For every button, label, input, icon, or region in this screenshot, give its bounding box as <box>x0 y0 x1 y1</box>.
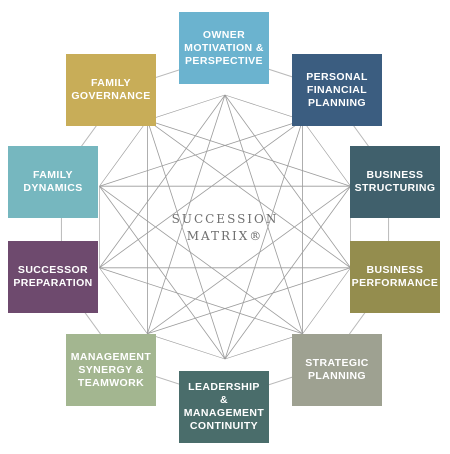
star-outline <box>147 333 226 360</box>
box-business-performance: BUSINESS PERFORMANCE <box>350 241 440 313</box>
star-line <box>147 267 351 335</box>
star-line <box>224 94 351 269</box>
star-line <box>147 120 226 360</box>
star-outline <box>224 333 303 360</box>
box-leadership-management: LEADERSHIP & MANAGEMENT CONTINUITY <box>179 371 269 443</box>
star-line <box>99 267 303 335</box>
star-line <box>147 94 226 334</box>
star-line <box>224 94 303 334</box>
star-line <box>147 119 351 187</box>
star-line <box>147 119 351 269</box>
star-outline <box>99 120 148 187</box>
star-line <box>224 120 303 360</box>
box-personal-financial-planning: PERSONAL FINANCIAL PLANNING <box>292 54 382 126</box>
box-successor-preparation: SUCCESSOR PREPARATION <box>8 241 98 313</box>
box-owner-motivation: OWNER MOTIVATION & PERSPECTIVE <box>179 12 269 84</box>
star-line <box>99 185 303 335</box>
star-line <box>147 185 351 335</box>
box-family-dynamics: FAMILY DYNAMICS <box>8 146 98 218</box>
box-strategic-planning: STRATEGIC PLANNING <box>292 334 382 406</box>
star-outline <box>302 267 351 334</box>
star-line <box>99 185 226 360</box>
box-family-governance: FAMILY GOVERNANCE <box>66 54 156 126</box>
star-outline <box>99 267 148 334</box>
star-outline <box>147 94 226 121</box>
star-line <box>224 185 351 360</box>
star-line <box>99 119 303 187</box>
box-business-structuring: BUSINESS STRUCTURING <box>350 146 440 218</box>
star-line <box>99 94 226 269</box>
star-pattern <box>99 94 351 360</box>
center-title-line1: SUCCESSION <box>171 212 279 226</box>
center-title-line2: MATRIX® <box>186 229 264 243</box>
star-line <box>99 119 303 269</box>
box-management-synergy: MANAGEMENT SYNERGY & TEAMWORK <box>66 334 156 406</box>
star-outline <box>302 120 351 187</box>
star-outline <box>224 94 303 121</box>
